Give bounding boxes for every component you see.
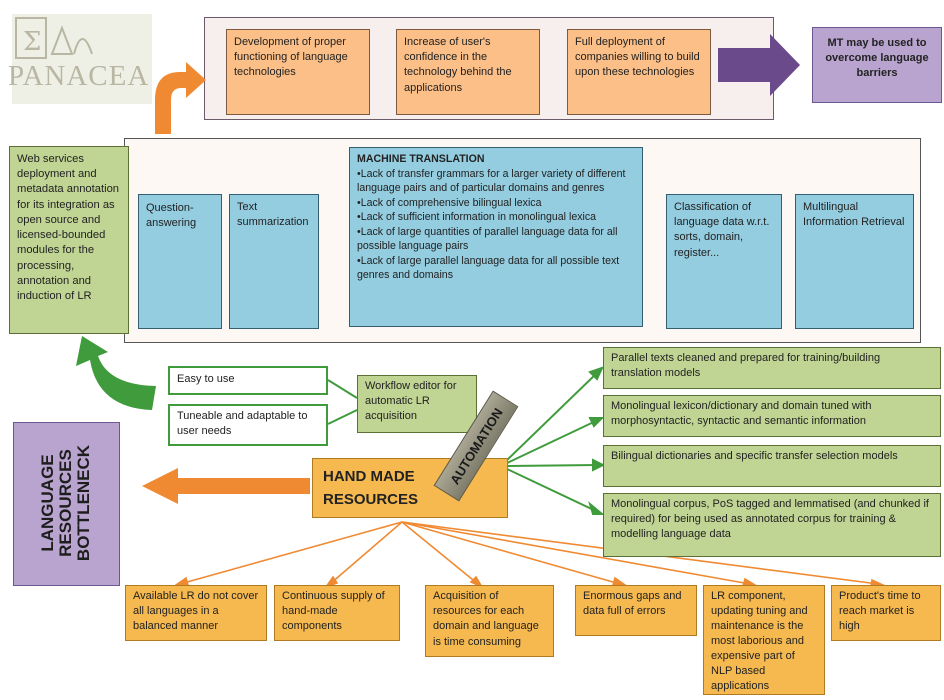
workflow-editor-box: Workflow editor for automatic LR acquisi… [357, 375, 477, 433]
output-connector [504, 371, 599, 463]
top-box-confidence: Increase of user's confidence in the tec… [396, 29, 540, 115]
mt-item: •Lack of comprehensive bilingual lexica [357, 196, 542, 209]
problem-connector [179, 521, 403, 585]
logo-text: PANACEA [8, 60, 150, 92]
top-box-development: Development of proper functioning of lan… [226, 29, 370, 115]
problem-box-coverage: Available LR do not cover all languages … [125, 585, 267, 641]
mt-item: •Lack of large quantities of parallel la… [357, 225, 618, 253]
arrow-head [592, 458, 606, 472]
connector-line [327, 379, 358, 399]
green-curve-arrow [76, 336, 156, 410]
question-answering-box: Question-answering [138, 194, 222, 329]
easy-to-use-box: Easy to use [168, 366, 328, 395]
retrieval-box: Multilingual Information Retrieval [795, 194, 914, 329]
web-services-box: Web services deployment and metadata ann… [9, 146, 129, 334]
orange-curve-arrow [155, 62, 206, 134]
problem-box-gaps: Enormous gaps and data full of errors [575, 585, 697, 636]
bottleneck-box [13, 422, 120, 586]
problem-box-acquisition: Acquisition of resources for each domain… [425, 585, 554, 657]
output-box-monolingual-corpus: Monolingual corpus, PoS tagged and lemma… [603, 493, 941, 557]
problem-box-supply: Continuous supply of hand-made component… [274, 585, 400, 641]
problem-connector [401, 521, 479, 585]
arrow-head [588, 501, 605, 515]
problem-connector [401, 521, 751, 585]
output-connector [504, 419, 599, 465]
problem-box-time-to-market: Product's time to reach market is high [831, 585, 941, 641]
machine-translation-box: MACHINE TRANSLATION •Lack of transfer gr… [349, 147, 643, 327]
arrow-head [588, 366, 604, 381]
purple-right-arrow [718, 34, 800, 96]
top-box-deployment: Full deployment of companies willing to … [567, 29, 711, 115]
output-connector [504, 464, 599, 467]
output-connector [504, 467, 599, 513]
mt-item: •Lack of transfer grammars for a larger … [357, 167, 626, 195]
arrow-head [588, 417, 605, 428]
hand-made-resources-box: HAND MADE RESOURCES [312, 458, 508, 518]
text-summarization-box: Text summarization [229, 194, 319, 329]
output-box-monolingual-lexicon: Monolingual lexicon/dictionary and domai… [603, 395, 941, 437]
machine-translation-title: MACHINE TRANSLATION [357, 153, 485, 165]
result-box: MT may be used to overcome language barr… [812, 27, 942, 103]
output-box-bilingual: Bilingual dictionaries and specific tran… [603, 445, 941, 487]
problem-connector [401, 521, 621, 585]
orange-left-arrow [142, 468, 310, 504]
svg-text:Σ: Σ [23, 27, 41, 57]
mt-item: •Lack of sufficient information in monol… [357, 211, 597, 223]
connector-line [327, 409, 358, 425]
output-box-parallel: Parallel texts cleaned and prepared for … [603, 347, 941, 389]
problem-connector [329, 521, 403, 585]
panacea-logo-icon: Σ [12, 14, 152, 104]
arrow-head [469, 575, 485, 589]
tuneable-box: Tuneable and adaptable to user needs [168, 404, 328, 446]
arrow-head [173, 576, 190, 586]
mt-item: •Lack of large parallel language data fo… [357, 254, 620, 282]
classification-box: Classification of language data w.r.t. s… [666, 194, 782, 329]
arrow-head [611, 576, 628, 586]
problem-box-maintenance: LR component, updating tuning and mainte… [703, 585, 825, 695]
